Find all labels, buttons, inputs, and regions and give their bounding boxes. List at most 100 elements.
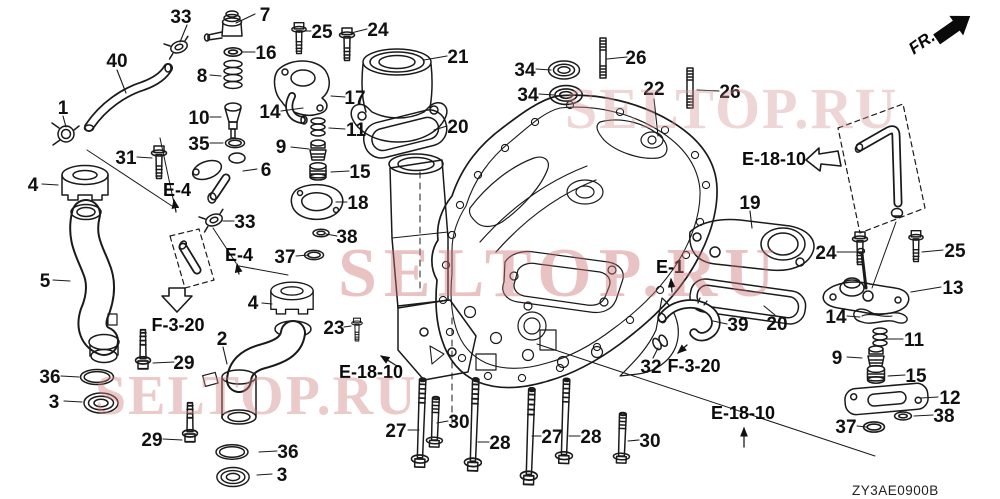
reference-box-tube-left (169, 228, 215, 289)
callout-6: 6 (261, 160, 272, 181)
watermarks: SELTOP.RU SELTOP.RU SELTOP.RU (95, 76, 898, 427)
callout-2: 2 (217, 329, 228, 350)
block-arrow-f-3-20 (161, 287, 193, 313)
callout-38b: 38 (933, 406, 954, 427)
callout-20b: 20 (766, 314, 787, 335)
callout-3b: 3 (277, 465, 288, 486)
ref-e1810-top: E-18-10 (742, 149, 806, 169)
ref-e4-upper: E-4 (163, 180, 191, 200)
ref-f320-right: F-3-20 (667, 356, 720, 376)
part-4-mount-rubber-lower (270, 281, 314, 315)
part-19-oil-pump-cover (689, 218, 815, 272)
part-6-joint-pipe (191, 152, 246, 204)
ref-e4-lower: E-4 (225, 245, 253, 265)
part-31-bolt (150, 145, 168, 180)
callout-40: 40 (106, 51, 127, 72)
callout-4a: 4 (28, 175, 39, 196)
callout-36b: 36 (277, 442, 298, 463)
callout-29a: 29 (173, 353, 194, 374)
part-7-breather-joint (203, 10, 243, 42)
part-30-bolt-b (612, 411, 632, 465)
part-9-valve-left (309, 139, 327, 161)
callout-14b: 14 (825, 307, 847, 328)
watermark-bottom-left: SELTOP.RU (95, 365, 418, 427)
callout-24a: 24 (367, 20, 389, 41)
part-15-valve-bush-right (866, 364, 886, 384)
callout-16: 16 (255, 43, 276, 64)
part-11-spring-right (872, 327, 888, 347)
part-16-washer (223, 46, 243, 58)
part-38-washer-right (893, 411, 913, 421)
part-39-water-hose (657, 297, 721, 342)
callout-11b: 11 (904, 330, 925, 351)
part-3-seal-lower (216, 466, 250, 488)
part-21-oil-strainer (350, 48, 448, 143)
callout-17: 17 (344, 88, 365, 109)
part-33-tube-clamp-top (163, 34, 194, 60)
part-20-gasket-top (362, 109, 448, 159)
part-20-gasket-right (689, 278, 807, 325)
part-15-valve-bush-left (309, 162, 327, 181)
reference-box-tube-right (837, 103, 926, 234)
callout-28a: 28 (489, 433, 510, 454)
part-5-water-tube (69, 199, 120, 364)
callout-30b: 30 (639, 431, 660, 452)
callout-15a: 15 (349, 162, 371, 183)
callout-labels: 33 7 16 40 8 25 24 21 17 1 10 14 11 9 35… (28, 5, 966, 486)
callout-19: 19 (739, 193, 760, 214)
leader-lines (41, 13, 944, 476)
callout-3a: 3 (49, 392, 60, 413)
callout-37b: 37 (835, 417, 856, 438)
callout-39: 39 (727, 315, 748, 336)
callout-12: 12 (939, 388, 960, 409)
part-32-clip (652, 334, 669, 351)
callout-14a: 14 (259, 102, 281, 123)
callout-24b: 24 (815, 243, 837, 264)
part-36-oring-lower (215, 443, 249, 461)
callout-13: 13 (942, 278, 963, 299)
part-40-breather-hose (83, 63, 173, 132)
reference-labels: E-4 E-4 F-3-20 E-18-10 E-1 E-18-10 F-3-2… (151, 149, 806, 423)
block-arrow-e-18-10 (805, 147, 842, 172)
part-23-bolt (351, 317, 363, 342)
part-38-washer-left (312, 228, 330, 238)
watermark-center: SELTOP.RU (338, 235, 782, 312)
ref-e1810-right: E-18-10 (711, 403, 775, 423)
reference-pointer-arrows (171, 198, 748, 448)
diagram-code: ZY3AE0900B (852, 483, 939, 498)
fr-label: FR. (905, 27, 938, 58)
callout-4b: 4 (248, 293, 259, 314)
callout-30a: 30 (448, 412, 469, 433)
part-17-thermostat-cover (273, 60, 330, 125)
callout-26b: 26 (719, 82, 740, 103)
callout-1: 1 (58, 98, 69, 119)
part-26-stud-left (599, 37, 607, 79)
callout-20a: 20 (447, 117, 468, 138)
callout-36a: 36 (39, 367, 60, 388)
ref-e1810-bottom: E-18-10 (339, 362, 403, 382)
part-10-check-valve (224, 102, 242, 139)
ref-f320-left: F-3-20 (151, 315, 204, 335)
part-14-clip-right (853, 308, 908, 324)
callout-28b: 28 (580, 427, 601, 448)
callout-18: 18 (347, 193, 368, 214)
callout-38a: 38 (336, 227, 357, 248)
fr-arrow-icon (933, 15, 971, 45)
part-12-valve-plate (844, 382, 929, 416)
callout-37a: 37 (274, 247, 295, 268)
callout-34b: 34 (517, 85, 539, 106)
part-2-water-tube-joint (202, 320, 312, 425)
part-13-valve-bracket (822, 247, 910, 315)
callout-11a: 11 (346, 120, 367, 141)
callout-33b: 33 (234, 212, 255, 233)
callout-26a: 26 (625, 48, 646, 69)
callout-27b: 27 (541, 427, 562, 448)
watermark-top-right: SELTOP.RU (565, 76, 898, 141)
callout-32: 32 (640, 357, 661, 378)
callout-29b: 29 (141, 430, 162, 451)
callout-25a: 25 (311, 22, 333, 43)
part-28-bolt-b (554, 377, 576, 465)
part-18-valve-cover-left (290, 184, 344, 220)
part-oil-pan-body (388, 94, 718, 429)
